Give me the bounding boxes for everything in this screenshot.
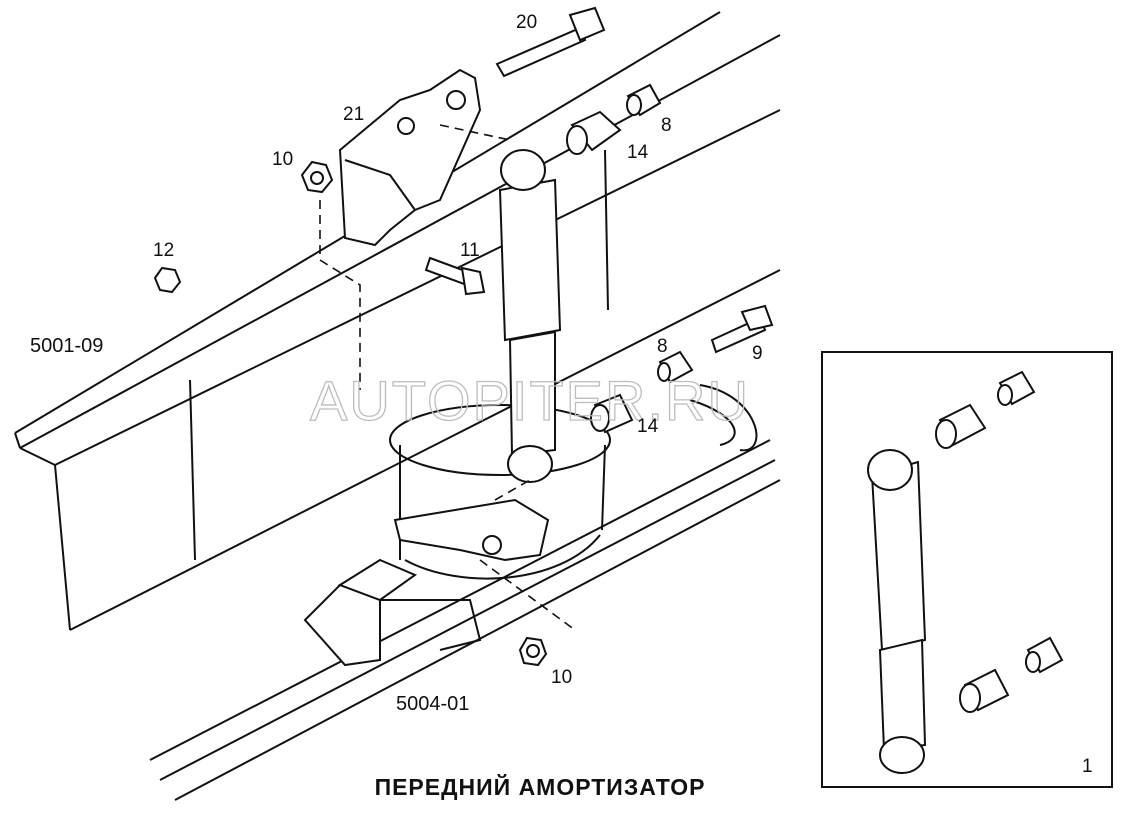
lower-bracket (303, 498, 550, 667)
label-part-14-lower: 14 (637, 416, 659, 437)
upper-bracket (338, 68, 482, 247)
label-part-11: 11 (460, 240, 480, 261)
diagram-title: ПЕРЕДНИЙ АМОРТИЗАТОР (375, 773, 706, 800)
inset-panel (821, 351, 1113, 788)
watermark: AUTOPITER.RU (310, 369, 750, 432)
ref-frame: 5001-09 (30, 335, 103, 357)
label-part-20: 20 (516, 12, 537, 33)
bolt-20 (495, 6, 606, 78)
lower-bushings (590, 304, 774, 434)
label-part-12: 12 (153, 240, 174, 261)
label-part-8-upper: 8 (661, 115, 672, 136)
label-part-21: 21 (343, 104, 364, 125)
label-part-9: 9 (752, 343, 763, 364)
leaf-spring (149, 384, 781, 801)
label-part-10-upper: 10 (272, 149, 293, 170)
inset-number: 1 (1082, 756, 1093, 777)
shock-absorber (498, 149, 562, 483)
ref-bracket: 5004-01 (396, 693, 469, 715)
fasteners (153, 160, 548, 667)
label-part-8-lower: 8 (657, 336, 668, 357)
label-part-10-lower: 10 (551, 667, 572, 688)
leader-lines (319, 124, 576, 631)
bushing-upper (566, 83, 662, 155)
label-part-14-upper: 14 (627, 142, 649, 163)
